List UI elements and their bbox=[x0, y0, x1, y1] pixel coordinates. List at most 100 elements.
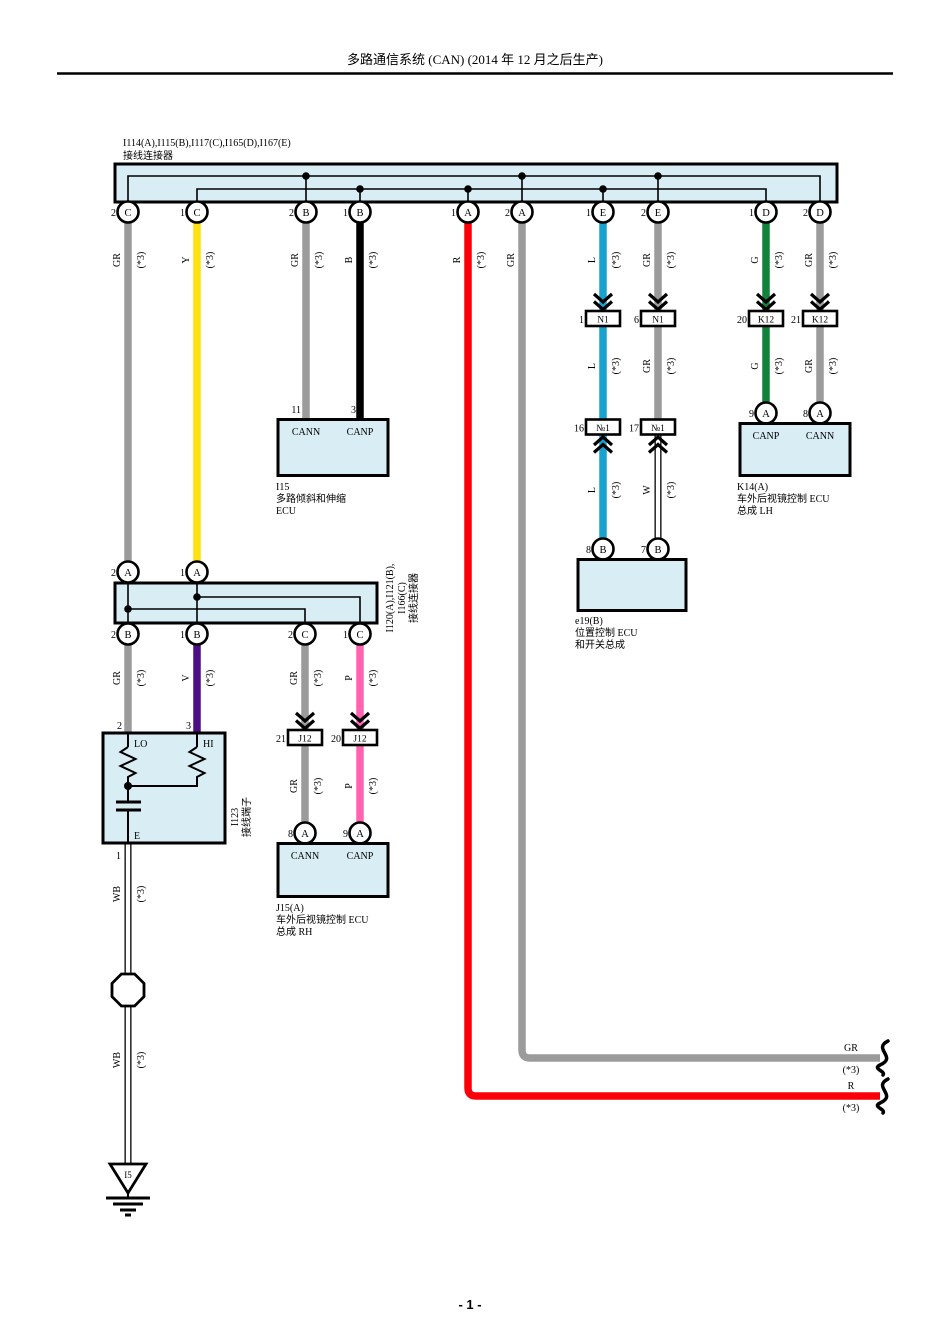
wire-note-label: (*3) bbox=[368, 778, 379, 795]
connector-pin-number: 6 bbox=[634, 315, 639, 326]
wire-labels-top: GR (*3) Y (*3) GR (*3) B (*3) R (*3) GR … bbox=[112, 252, 839, 269]
pin-function-label: CANP bbox=[753, 431, 780, 442]
pin-number: 9 bbox=[749, 409, 754, 420]
connector-code: J12 bbox=[298, 735, 311, 745]
connector-code: №1 bbox=[596, 424, 610, 434]
wire-note-label: (*3) bbox=[774, 358, 785, 375]
junction-dot bbox=[464, 185, 472, 193]
wire-color-label: WB bbox=[112, 886, 123, 902]
wire-note-label: (*3) bbox=[611, 482, 622, 499]
wires bbox=[124, 222, 880, 1164]
pin-letter: B bbox=[356, 208, 363, 219]
pin-circle bbox=[185, 622, 209, 646]
pin-number: 11 bbox=[291, 405, 301, 416]
inline-connectors-ne1: 16 №1 17 №1 L (*3) W (*3) bbox=[574, 418, 677, 499]
pin-letter: A bbox=[762, 409, 770, 420]
resistor-lo bbox=[118, 746, 138, 786]
pin-letter: A bbox=[301, 829, 309, 840]
k14-desc-2: 总成 LH bbox=[737, 504, 773, 517]
connector-code: J12 bbox=[353, 735, 366, 745]
pin-letter: A bbox=[356, 829, 364, 840]
pin-circle bbox=[116, 200, 140, 224]
pin-function-label: CANN bbox=[806, 431, 834, 442]
pin-letter: D bbox=[762, 208, 770, 219]
pin-letter: B bbox=[124, 630, 131, 641]
pin-letter: C bbox=[301, 630, 308, 641]
wire-color-label: P bbox=[344, 783, 355, 789]
pin-letter: D bbox=[816, 208, 824, 219]
pin-number: 2 bbox=[111, 630, 116, 641]
pin-letter: E bbox=[600, 208, 606, 219]
pin-number: 2 bbox=[288, 630, 293, 641]
connector-pin-number: 20 bbox=[331, 734, 341, 745]
pin-number: 1 bbox=[180, 568, 185, 579]
j15-ecu: 8 A 9 A CANN CANP J15(A) 车外后视镜控制 ECU 总成 … bbox=[276, 821, 390, 938]
wire-color-label: W bbox=[642, 485, 653, 495]
pin-letter: C bbox=[124, 208, 131, 219]
mid-bus-upper bbox=[197, 596, 361, 623]
wire-note-label: (*3) bbox=[313, 670, 324, 687]
k14-desc-1: 车外后视镜控制 ECU bbox=[737, 492, 830, 505]
pin-circle bbox=[591, 200, 615, 224]
pin-number: 1 bbox=[180, 208, 185, 219]
pin-letter: A bbox=[124, 568, 132, 579]
pin-letter: A bbox=[464, 208, 472, 219]
wire-color-label: GR bbox=[642, 359, 653, 373]
chevron-down-icon bbox=[592, 292, 614, 312]
connector-pin-number: 16 bbox=[574, 424, 584, 435]
wire-gr-long bbox=[518, 222, 880, 1062]
connector-pin-number: 1 bbox=[579, 315, 584, 326]
wire-note-label: (*3) bbox=[136, 1052, 147, 1069]
pin-number: 1 bbox=[116, 851, 121, 862]
j15-box bbox=[276, 842, 390, 898]
wire-note-label: (*3) bbox=[476, 252, 487, 269]
wire-color-label: GR bbox=[642, 253, 653, 267]
wire-color-label: L bbox=[587, 487, 598, 493]
wire-note-label: (*3) bbox=[136, 252, 147, 269]
connector-pin-number: 17 bbox=[629, 424, 639, 435]
splice-octagon bbox=[110, 972, 146, 1008]
wire-color-label: L bbox=[587, 363, 598, 369]
pin-circle bbox=[456, 200, 480, 224]
pin-circle bbox=[293, 622, 317, 646]
wire-note-label: (*3) bbox=[828, 358, 839, 375]
pin-number: 2 bbox=[641, 208, 646, 219]
top-connector-body bbox=[113, 162, 839, 204]
pin-number: 2 bbox=[111, 568, 116, 579]
pin-number: 1 bbox=[749, 208, 754, 219]
wire-note-label: (*3) bbox=[666, 358, 677, 375]
mid-connector: 2 A 1 A 2 B 1 B 2 C 1 C I120(A),I121(B),… bbox=[111, 560, 420, 646]
wire-color-label: Y bbox=[181, 256, 192, 263]
e19-box bbox=[576, 558, 688, 612]
i15-desc-2: ECU bbox=[276, 506, 297, 517]
pin-function-label: CANP bbox=[347, 427, 374, 438]
connector-pin-number: 21 bbox=[791, 315, 801, 326]
mid-connector-title-2: I166(C) bbox=[397, 582, 408, 614]
ground-code: I5 bbox=[124, 1170, 132, 1180]
pin-letter: A bbox=[816, 409, 824, 420]
connector-ne1-left bbox=[584, 418, 622, 436]
top-connector-title-1: I114(A),I115(B),I117(C),I165(D),I167(E) bbox=[123, 138, 291, 149]
pin-number: 8 bbox=[288, 829, 293, 840]
chevron-down-icon bbox=[294, 711, 316, 731]
wire-note-label: (*3) bbox=[368, 252, 379, 269]
wire-color-label: B bbox=[344, 256, 355, 263]
wire-note-label: (*3) bbox=[843, 1065, 860, 1076]
k14-name: K14(A) bbox=[737, 482, 768, 493]
i123-name: I123 bbox=[230, 808, 241, 826]
top-connector-pins: 2 C 1 C 2 B 1 B 1 A 2 A 1 E 2 E 1 D bbox=[111, 200, 832, 224]
e19-name: e19(B) bbox=[575, 616, 603, 627]
chevron-up-icon bbox=[592, 434, 614, 454]
i123-desc: 接线端子 bbox=[240, 797, 253, 837]
j15-desc-1: 车外后视镜控制 ECU bbox=[276, 913, 369, 926]
wire-note-label: (*3) bbox=[136, 670, 147, 687]
top-connector-title-2: 接线连接器 bbox=[123, 149, 173, 162]
wire-note-label: (*3) bbox=[314, 252, 325, 269]
page-number: - 1 - bbox=[458, 1297, 481, 1312]
e19-desc-2: 和开关总成 bbox=[575, 638, 625, 651]
wire-color-label: V bbox=[181, 674, 192, 682]
wire-r-long bbox=[464, 222, 880, 1100]
top-bus-lower bbox=[196, 188, 767, 202]
top-bus-upper bbox=[127, 175, 821, 202]
wire-color-label: P bbox=[344, 675, 355, 681]
